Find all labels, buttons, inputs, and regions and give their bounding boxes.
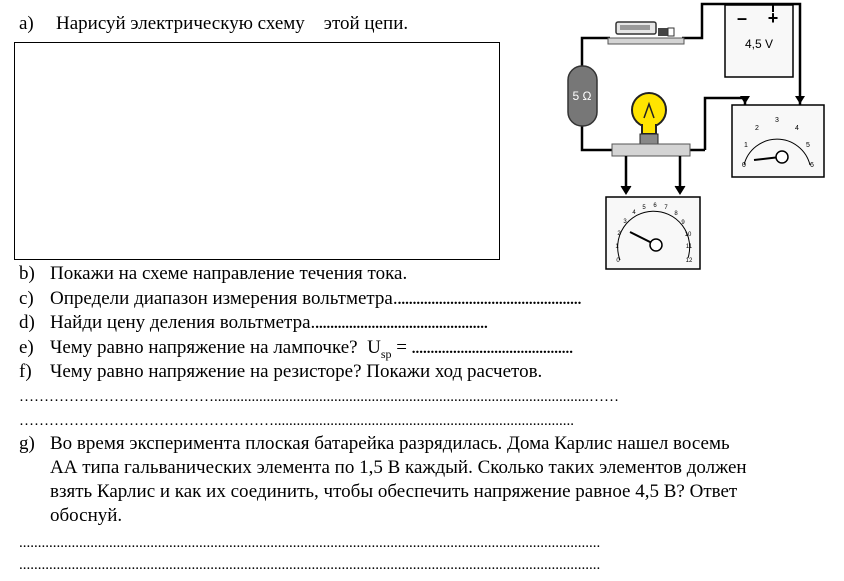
task-c-answer-dots[interactable]: ........................................…	[397, 292, 582, 308]
task-e-subscript: sp	[380, 346, 392, 361]
voltmeter-tick-1: 1	[744, 142, 748, 149]
voltmeter-tick-2: 2	[755, 125, 759, 132]
ammeter-icon: 0 1 2 3 4 5 6 7 8 9 10 11 12	[605, 196, 701, 270]
ammeter-tick-0: 0	[616, 258, 620, 264]
task-b-label: b)	[19, 263, 35, 284]
voltmeter-tick-6: 6	[810, 162, 814, 169]
ammeter-tick-9: 9	[681, 220, 685, 226]
switch-icon	[607, 21, 685, 45]
ammeter-tick-5: 5	[642, 205, 646, 211]
task-g-answer-line-2[interactable]: ........................................…	[19, 557, 601, 573]
task-e-text: Чему равно напряжение на лампочке? U	[50, 337, 381, 358]
task-a-label: a)	[19, 13, 34, 34]
ammeter-tick-7: 7	[664, 205, 668, 211]
task-e-answer-dots[interactable]: ........................................…	[411, 341, 573, 357]
task-g: g) Во время эксперимента плоская батарей…	[0, 433, 844, 529]
ammeter-tick-8: 8	[674, 211, 678, 217]
task-d-text: Найди цену деления вольтметра.	[50, 312, 316, 333]
task-d-answer-dots[interactable]: ........................................…	[315, 316, 488, 332]
task-c-label: c)	[19, 288, 34, 309]
circuit-illustration: – + 4,5 V 5 Ω 0 1 2 3 4 5 6	[567, 2, 825, 270]
ammeter-tick-11: 11	[686, 244, 693, 250]
task-g-label: g)	[19, 433, 35, 454]
task-d: d) Найди цену деления вольтметра........…	[0, 312, 844, 334]
task-g-line-4: обоснуй.	[50, 505, 123, 526]
task-g-line-1: Во время эксперимента плоская батарейка …	[50, 433, 730, 454]
ammeter-tick-10: 10	[685, 232, 692, 238]
drawing-area[interactable]	[14, 42, 500, 260]
battery-voltage: 4,5 V	[745, 37, 773, 51]
task-f-answer-line-1[interactable]: …………………………………...........................…	[19, 389, 619, 405]
ammeter-tick-2: 2	[617, 231, 621, 237]
task-g-line-3: взять Карлис и как их соединить, чтобы о…	[50, 481, 738, 502]
task-f-label: f)	[19, 361, 32, 382]
task-g-line-2: АА типа гальванических элемента по 1,5 В…	[50, 457, 747, 478]
task-g-answer-line-1[interactable]: ........................................…	[19, 535, 601, 551]
battery-plus: +	[768, 8, 779, 28]
resistor-icon: 5 Ω	[567, 65, 598, 127]
battery-icon: – + 4,5 V	[724, 4, 794, 78]
task-e-equals: =	[391, 337, 412, 358]
lamp-icon	[611, 92, 691, 195]
voltmeter-icon: 0 1 2 3 4 5 6	[731, 96, 825, 178]
task-a: a) Нарисуй электрическую схему этой цепи…	[0, 13, 560, 35]
voltmeter-tick-0: 0	[742, 162, 746, 169]
ammeter-tick-4: 4	[632, 210, 636, 216]
task-d-label: d)	[19, 312, 35, 333]
battery-minus: –	[737, 8, 747, 28]
task-b: b) Покажи на схеме направление течения т…	[0, 263, 844, 285]
task-b-text: Покажи на схеме направление течения тока…	[50, 263, 408, 284]
resistor-label: 5 Ω	[573, 89, 592, 103]
task-f-answer-line-2[interactable]: …………………………………………….......................…	[19, 413, 574, 429]
task-e: e) Чему равно напряжение на лампочке? Us…	[0, 337, 844, 361]
task-a-text: Нарисуй электрическую схему этой цепи.	[56, 13, 409, 34]
voltmeter-tick-5: 5	[806, 142, 810, 149]
voltmeter-tick-3: 3	[775, 117, 779, 124]
task-c-text: Определи диапазон измерения вольтметра.	[50, 288, 398, 309]
voltmeter-tick-4: 4	[795, 125, 799, 132]
task-f: f) Чему равно напряжение на резисторе? П…	[0, 361, 844, 383]
task-e-label: e)	[19, 337, 34, 358]
ammeter-tick-1: 1	[615, 244, 619, 250]
ammeter-tick-6: 6	[653, 203, 657, 209]
ammeter-tick-3: 3	[623, 219, 627, 225]
task-c: c) Определи диапазон измерения вольтметр…	[0, 288, 844, 310]
ammeter-tick-12: 12	[686, 258, 693, 264]
task-f-text: Чему равно напряжение на резисторе? Пока…	[50, 361, 543, 382]
